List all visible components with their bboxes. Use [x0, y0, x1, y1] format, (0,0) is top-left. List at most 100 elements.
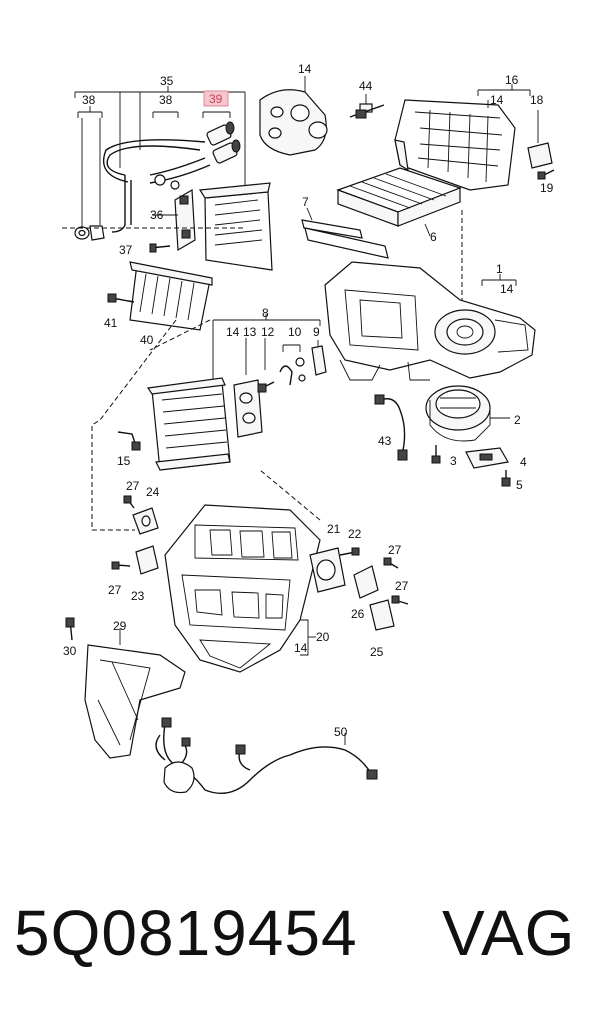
callout-35: 35 — [160, 74, 174, 88]
callout-9: 9 — [313, 325, 320, 339]
callout-21: 21 — [327, 522, 341, 536]
callout-20: 20 — [316, 630, 330, 644]
callout-14-housing: 14 — [500, 282, 514, 296]
screw-30 — [65, 617, 75, 641]
callout-15: 15 — [117, 454, 131, 468]
bracket-38-left — [77, 106, 103, 118]
servo-motor-21 — [309, 547, 346, 593]
screw-27-right-a — [383, 557, 399, 569]
bracket-39 — [202, 111, 231, 118]
callout-22: 22 — [348, 527, 362, 541]
callout-29: 29 — [113, 619, 127, 633]
main-housing-20 — [164, 504, 321, 673]
callout-12: 12 — [261, 325, 275, 339]
wiring-harness-43 — [374, 394, 408, 461]
callout-4: 4 — [520, 455, 527, 469]
callout-14-mid: 14 — [226, 325, 240, 339]
screw-27-right-b — [391, 595, 409, 605]
heat-exchanger-40 — [129, 261, 213, 331]
resistor-4 — [465, 447, 509, 469]
callout-23: 23 — [131, 589, 145, 603]
servo-motor-24 — [132, 507, 159, 535]
screw-37 — [149, 243, 171, 253]
air-duct-29 — [84, 628, 186, 759]
servo-motor-18 — [527, 110, 553, 169]
refrigerant-pipes — [102, 139, 211, 233]
callout-39-highlighted: 39 — [209, 92, 223, 106]
bracket-20 — [300, 619, 316, 656]
dashed-path-left — [91, 319, 177, 531]
air-inlet-housing-16 — [394, 99, 516, 191]
exploded-parts-diagram: 35 38 38 39 14 44 16 14 18 19 36 37 7 6 … — [62, 62, 555, 794]
callout-44: 44 — [359, 79, 373, 93]
callout-43: 43 — [378, 434, 392, 448]
callout-8: 8 — [262, 306, 269, 320]
callout-38-left: 38 — [82, 93, 96, 107]
blower-housing-1 — [324, 261, 536, 381]
callout-25: 25 — [370, 645, 384, 659]
servo-motor-25 — [369, 599, 395, 631]
screw-41 — [107, 293, 135, 303]
footer: 5Q0819454 VAG — [0, 893, 600, 983]
highlight-box-39 — [203, 90, 229, 107]
part-number: 5Q0819454 — [14, 897, 358, 969]
callout-19: 19 — [540, 181, 554, 195]
screw-19 — [537, 169, 555, 180]
blower-motor-2 — [425, 385, 510, 442]
connector-15 — [117, 431, 141, 451]
seal-13 — [233, 379, 263, 438]
callout-27-a: 27 — [126, 479, 140, 493]
callout-3: 3 — [450, 454, 457, 468]
callout-24: 24 — [146, 485, 160, 499]
dashed-link — [149, 319, 211, 351]
callout-5: 5 — [516, 478, 523, 492]
brand-label: VAG — [442, 897, 576, 969]
servo-motor-26 — [353, 565, 379, 599]
callout-10: 10 — [288, 325, 302, 339]
servo-motor-23 — [135, 545, 159, 575]
screw-27-left-a — [123, 495, 135, 509]
callout-38-mid: 38 — [159, 93, 173, 107]
callout-14-lower: 14 — [294, 641, 308, 655]
callout-1: 1 — [496, 262, 503, 276]
callout-27-c: 27 — [108, 583, 122, 597]
gasket-plate-14 — [259, 76, 328, 156]
dashed-link-lower — [259, 469, 321, 521]
callout-27-b: 27 — [388, 543, 402, 557]
screw-44 — [349, 94, 385, 119]
callout-26: 26 — [351, 607, 365, 621]
callout-30: 30 — [63, 644, 77, 658]
callout-14-right: 14 — [490, 93, 504, 107]
clip-10 — [279, 344, 306, 386]
callout-40: 40 — [140, 333, 154, 347]
screw-5 — [501, 470, 511, 487]
callout-14-top: 14 — [298, 62, 312, 76]
screw-27-left-b — [111, 561, 131, 570]
seal-38-left — [74, 118, 105, 241]
callout-41: 41 — [104, 316, 118, 330]
callout-2: 2 — [514, 413, 521, 427]
callout-18: 18 — [530, 93, 544, 107]
bracket-1 — [481, 274, 517, 286]
filter-frame-7 — [301, 207, 389, 259]
screw-22 — [339, 547, 360, 556]
sensor-9 — [311, 340, 327, 376]
callout-50: 50 — [334, 725, 348, 739]
heater-core-36 — [152, 188, 196, 252]
bracket-16 — [477, 84, 531, 108]
callout-37: 37 — [119, 243, 133, 257]
callout-6: 6 — [430, 230, 437, 244]
callout-labels: 35 38 38 39 14 44 16 14 18 19 36 37 7 6 … — [63, 62, 554, 739]
wiring-harness-50 — [155, 717, 378, 794]
screw-3 — [431, 445, 441, 464]
heater-core-14 — [146, 377, 231, 471]
screw-12 — [257, 381, 275, 393]
bracket-8 — [212, 314, 321, 380]
callout-13: 13 — [243, 325, 257, 339]
callout-27-d: 27 — [395, 579, 409, 593]
callout-16: 16 — [505, 73, 519, 87]
bracket-38-mid — [152, 111, 179, 118]
callout-36: 36 — [150, 208, 164, 222]
expansion-valve-39 — [206, 121, 241, 164]
callout-7: 7 — [302, 195, 309, 209]
